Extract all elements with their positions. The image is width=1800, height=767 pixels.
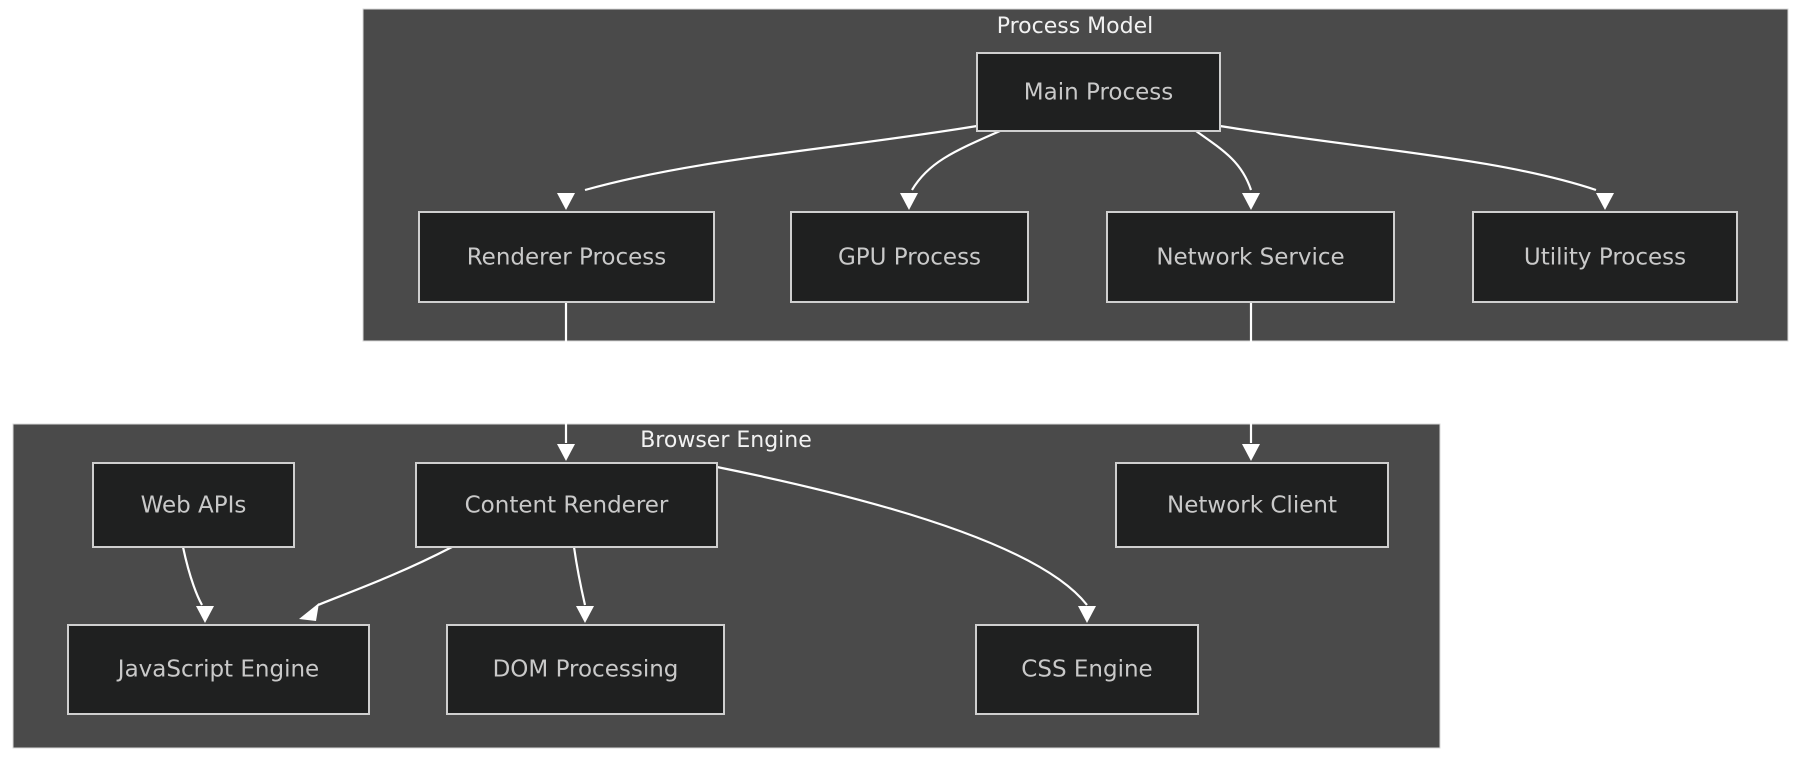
node-renderer-process[interactable]: Renderer Process (418, 211, 715, 303)
node-box-renderer-process[interactable] (418, 211, 715, 303)
arrowhead-icon-renderer-to-content (557, 444, 575, 461)
node-main-process[interactable]: Main Process (976, 52, 1221, 132)
node-label-content-renderer: Content Renderer (465, 493, 669, 519)
cluster-title-process-model: Process Model (997, 14, 1154, 39)
node-dom-processing[interactable]: DOM Processing (446, 624, 725, 715)
node-label-dom-processing: DOM Processing (493, 657, 679, 683)
arrowhead-icon-network-service-to-client (1242, 444, 1260, 461)
edge-content-to-js (299, 546, 453, 621)
node-label-web-apis: Web APIs (141, 493, 247, 519)
edge-line-content-to-css (716, 465, 1088, 606)
edge-line-content-to-dom (572, 546, 587, 606)
node-box-css-engine[interactable] (975, 624, 1199, 715)
edge-renderer-to-content (557, 302, 575, 461)
node-box-javascript-engine[interactable] (67, 624, 370, 715)
edge-line-main-to-gpu (911, 129, 1001, 191)
node-label-main-process: Main Process (1024, 80, 1173, 106)
edge-line-web-apis-to-js (181, 546, 203, 606)
edge-main-to-utility (1219, 124, 1614, 210)
node-box-dom-processing[interactable] (446, 624, 725, 715)
node-label-css-engine: CSS Engine (1021, 657, 1152, 683)
arrowhead-icon-content-to-js (299, 603, 319, 621)
arrowhead-icon-main-to-network-service (1242, 193, 1260, 210)
node-javascript-engine[interactable]: JavaScript Engine (67, 624, 370, 715)
edge-line-main-to-renderer (584, 124, 978, 192)
node-network-service[interactable]: Network Service (1106, 211, 1395, 303)
node-content-renderer[interactable]: Content Renderer (415, 462, 718, 548)
edge-line-main-to-utility (1219, 124, 1597, 192)
node-box-network-service[interactable] (1106, 211, 1395, 303)
edge-main-to-renderer (557, 124, 978, 210)
node-box-web-apis[interactable] (92, 462, 295, 548)
node-box-utility-process[interactable] (1472, 211, 1738, 303)
node-network-client[interactable]: Network Client (1115, 462, 1389, 548)
edge-network-service-to-client (1242, 302, 1260, 461)
arrowhead-icon-main-to-utility (1596, 193, 1614, 210)
node-box-network-client[interactable] (1115, 462, 1389, 548)
node-label-utility-process: Utility Process (1524, 245, 1686, 271)
node-box-content-renderer[interactable] (415, 462, 718, 548)
edge-line-main-to-network-service (1195, 130, 1253, 191)
node-box-gpu-process[interactable] (790, 211, 1029, 303)
arrowhead-icon-main-to-gpu (900, 193, 918, 210)
edge-line-content-to-js (317, 546, 453, 607)
node-label-renderer-process: Renderer Process (467, 245, 667, 271)
edge-main-to-network-service (1195, 130, 1260, 210)
node-css-engine[interactable]: CSS Engine (975, 624, 1199, 715)
edge-content-to-dom (572, 546, 594, 623)
node-label-gpu-process: GPU Process (838, 245, 981, 271)
arrowhead-icon-main-to-renderer (557, 193, 575, 210)
node-gpu-process[interactable]: GPU Process (790, 211, 1029, 303)
node-web-apis[interactable]: Web APIs (92, 462, 295, 548)
arrowhead-icon-content-to-css (1078, 606, 1096, 623)
node-box-main-process[interactable] (976, 52, 1221, 132)
edge-main-to-gpu (900, 129, 1001, 210)
node-label-network-client: Network Client (1167, 493, 1337, 519)
node-utility-process[interactable]: Utility Process (1472, 211, 1738, 303)
node-label-javascript-engine: JavaScript Engine (116, 657, 319, 683)
edge-web-apis-to-js (181, 546, 214, 623)
edges-layer (181, 124, 1614, 623)
node-label-network-service: Network Service (1156, 245, 1344, 271)
arrowhead-icon-content-to-dom (576, 606, 594, 623)
arrowhead-icon-web-apis-to-js (196, 606, 214, 623)
edge-content-to-css (716, 465, 1096, 623)
cluster-title-browser-engine: Browser Engine (640, 428, 812, 453)
